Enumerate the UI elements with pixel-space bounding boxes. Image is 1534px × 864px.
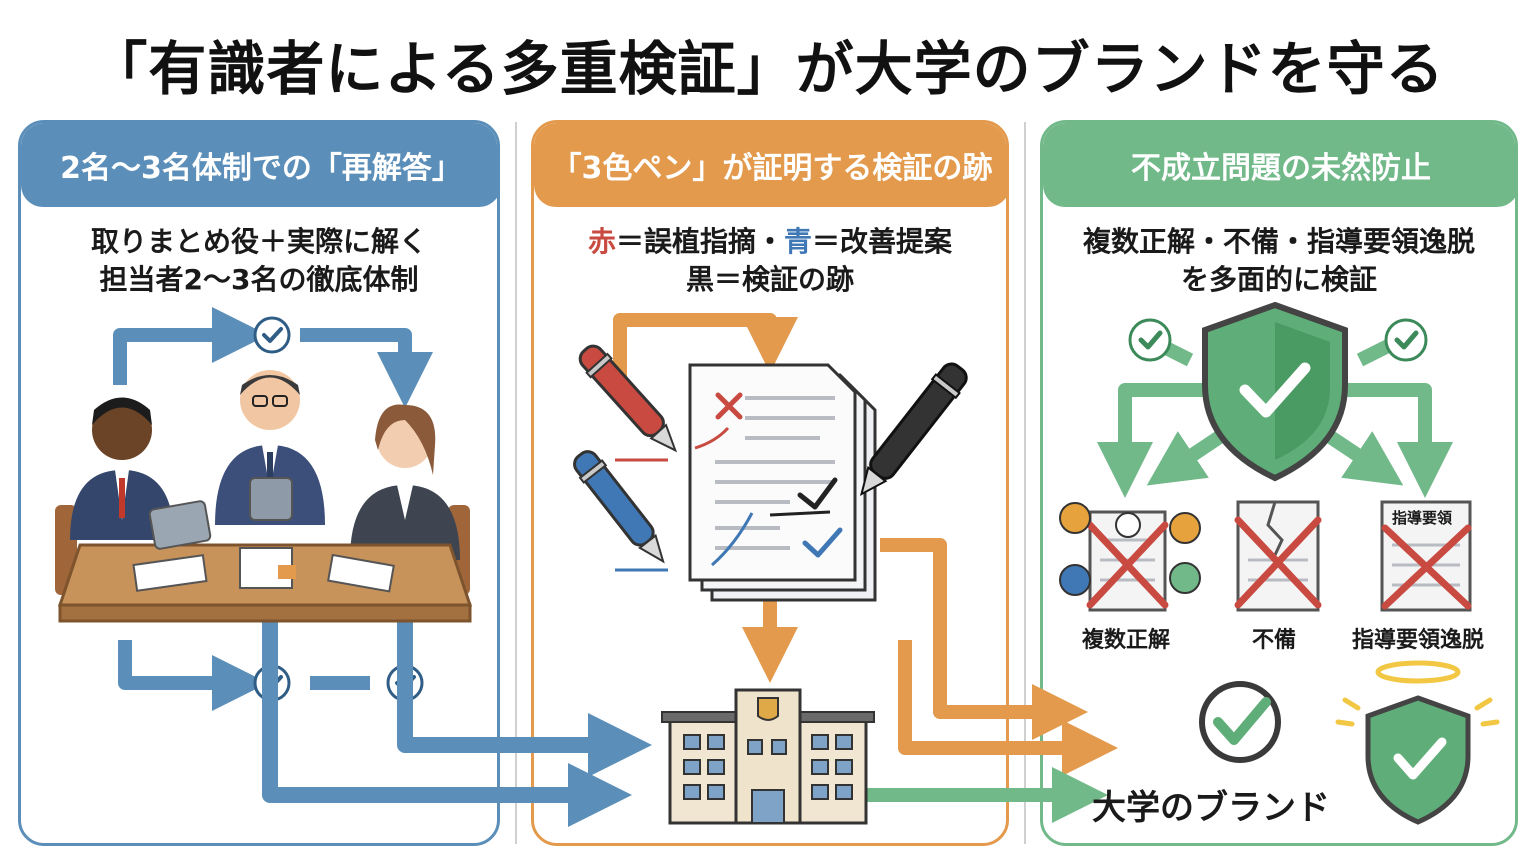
check-icon <box>253 316 291 354</box>
flow-arrows-panel2 <box>613 313 1118 776</box>
university-building-icon <box>661 688 875 825</box>
legend-blue-label: 青 <box>784 225 813 258</box>
page-title: 「有識者による多重検証」が大学のブランドを守る <box>89 35 1445 103</box>
shield-icon <box>1365 695 1471 825</box>
divider-right <box>1024 122 1026 844</box>
issue-label-guideline-deviation: 指導要領逸脱 <box>1352 628 1485 653</box>
legend-red-label: 赤 <box>587 225 616 258</box>
panel-three-color-pen-header: 「3色ペン」が証明する検証の跡 <box>534 123 1006 207</box>
halo-icon <box>1335 660 1500 727</box>
document-icon <box>1380 500 1472 612</box>
issue-label-multiple-answers: 複数正解 <box>1082 628 1171 653</box>
shield-icon <box>1202 301 1348 482</box>
document-icon <box>688 363 877 602</box>
panel-prevention-sub-line1: 複数正解・不備・指導要領逸脱 <box>1082 225 1475 258</box>
pen-icon <box>573 450 665 564</box>
pen-legend-line1: 赤＝誤植指摘・青＝改善提案 <box>534 223 1006 261</box>
legend-red-text: ＝誤植指摘・ <box>615 225 784 258</box>
panel-review-team-sub-line1: 取りまとめ役＋実際に解く <box>90 225 427 258</box>
flow-arrows-to-university <box>262 620 652 827</box>
question-icon <box>1059 502 1201 596</box>
panel-review-team-header: 2名～3名体制での「再解答」 <box>21 123 497 207</box>
brand-label: 大学のブランド <box>1092 788 1330 828</box>
document-icon <box>1234 500 1322 612</box>
pen-icon <box>859 362 968 497</box>
people-icon <box>55 370 473 623</box>
check-icon <box>1199 681 1281 763</box>
check-icon <box>1386 320 1426 360</box>
pen-icon <box>578 344 678 453</box>
panel-prevention-sub-line2: を多面的に検証 <box>1180 263 1377 296</box>
legend-blue-text: ＝改善提案 <box>812 225 953 258</box>
review-cycle-arrows <box>113 307 433 711</box>
divider-left <box>515 122 517 844</box>
check-icon <box>1130 320 1170 360</box>
legend-black-text: 黒＝検証の跡 <box>685 263 854 296</box>
panel-review-team-sub-line2: 担当者2～3名の徹底体制 <box>99 263 419 296</box>
doc-stamp-text: 指導要領 <box>1392 509 1453 527</box>
issue-label-defect: 不備 <box>1252 628 1297 653</box>
panel-prevention-header: 不成立問題の未然防止 <box>1043 123 1515 207</box>
